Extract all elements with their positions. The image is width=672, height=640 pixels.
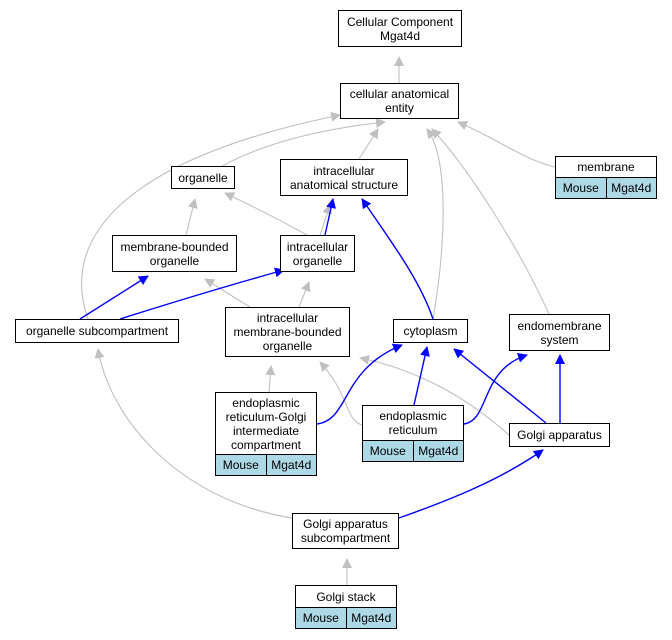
part-of-edge: [316, 343, 403, 425]
part-of-edge: [413, 346, 430, 406]
node-label: organelle: [178, 170, 228, 185]
node-golgi-stack[interactable]: Golgi stack Mouse Mgat4d: [295, 585, 397, 629]
node-membrane[interactable]: membrane Mouse Mgat4d: [555, 156, 657, 199]
part-of-edge: [324, 198, 336, 236]
is-a-edge: [81, 111, 341, 320]
species-tag: Mouse: [296, 608, 346, 628]
is-a-edge: [204, 278, 251, 308]
part-of-edge: [398, 449, 544, 519]
is-a-edge: [298, 281, 311, 308]
is-a-edge: [265, 365, 276, 393]
species-tag: Mouse: [363, 441, 413, 461]
species-tag: Mouse: [216, 455, 266, 475]
node-golgi-apparatus[interactable]: Golgi apparatus: [509, 423, 610, 447]
node-label: Golgi apparatus: [517, 428, 602, 442]
node-label: organelle subcompartment: [25, 324, 169, 338]
is-a-edge: [185, 198, 198, 236]
is-a-edge: [358, 128, 379, 160]
annotation-tags: Mouse Mgat4d: [556, 177, 656, 198]
node-cytoplasm[interactable]: cytoplasm: [393, 319, 468, 343]
node-label: cytoplasm: [403, 324, 458, 338]
gene-tag: Mgat4d: [412, 441, 463, 461]
is-a-edge: [431, 128, 550, 315]
is-a-edge: [94, 348, 293, 519]
node-organelle[interactable]: organelle: [171, 166, 235, 189]
annotation-tags: Mouse Mgat4d: [296, 607, 396, 628]
part-of-edge: [453, 348, 547, 424]
species-tag: Mouse: [556, 178, 606, 198]
node-organelle-subcompartment[interactable]: organelle subcompartment: [15, 319, 179, 343]
gene-tag: Mgat4d: [605, 178, 656, 198]
annotation-tags: Mouse Mgat4d: [216, 454, 316, 475]
is-a-edge: [319, 204, 332, 236]
gene-tag: Mgat4d: [345, 608, 396, 628]
is-a-edge: [221, 118, 386, 167]
is-a-edge: [457, 120, 556, 168]
node-label: membrane: [577, 160, 635, 174]
annotation-tags: Mouse Mgat4d: [363, 440, 463, 461]
gene-tag: Mgat4d: [265, 455, 316, 475]
is-a-edge: [426, 128, 444, 320]
part-of-edge: [119, 267, 285, 320]
part-of-edge: [361, 198, 434, 320]
is-a-edge: [319, 361, 363, 426]
part-of-edge: [79, 275, 149, 320]
part-of-edge: [463, 352, 528, 425]
is-a-edge: [359, 354, 510, 436]
node-label: Golgi stack: [316, 589, 376, 604]
is-a-edge: [224, 192, 308, 236]
